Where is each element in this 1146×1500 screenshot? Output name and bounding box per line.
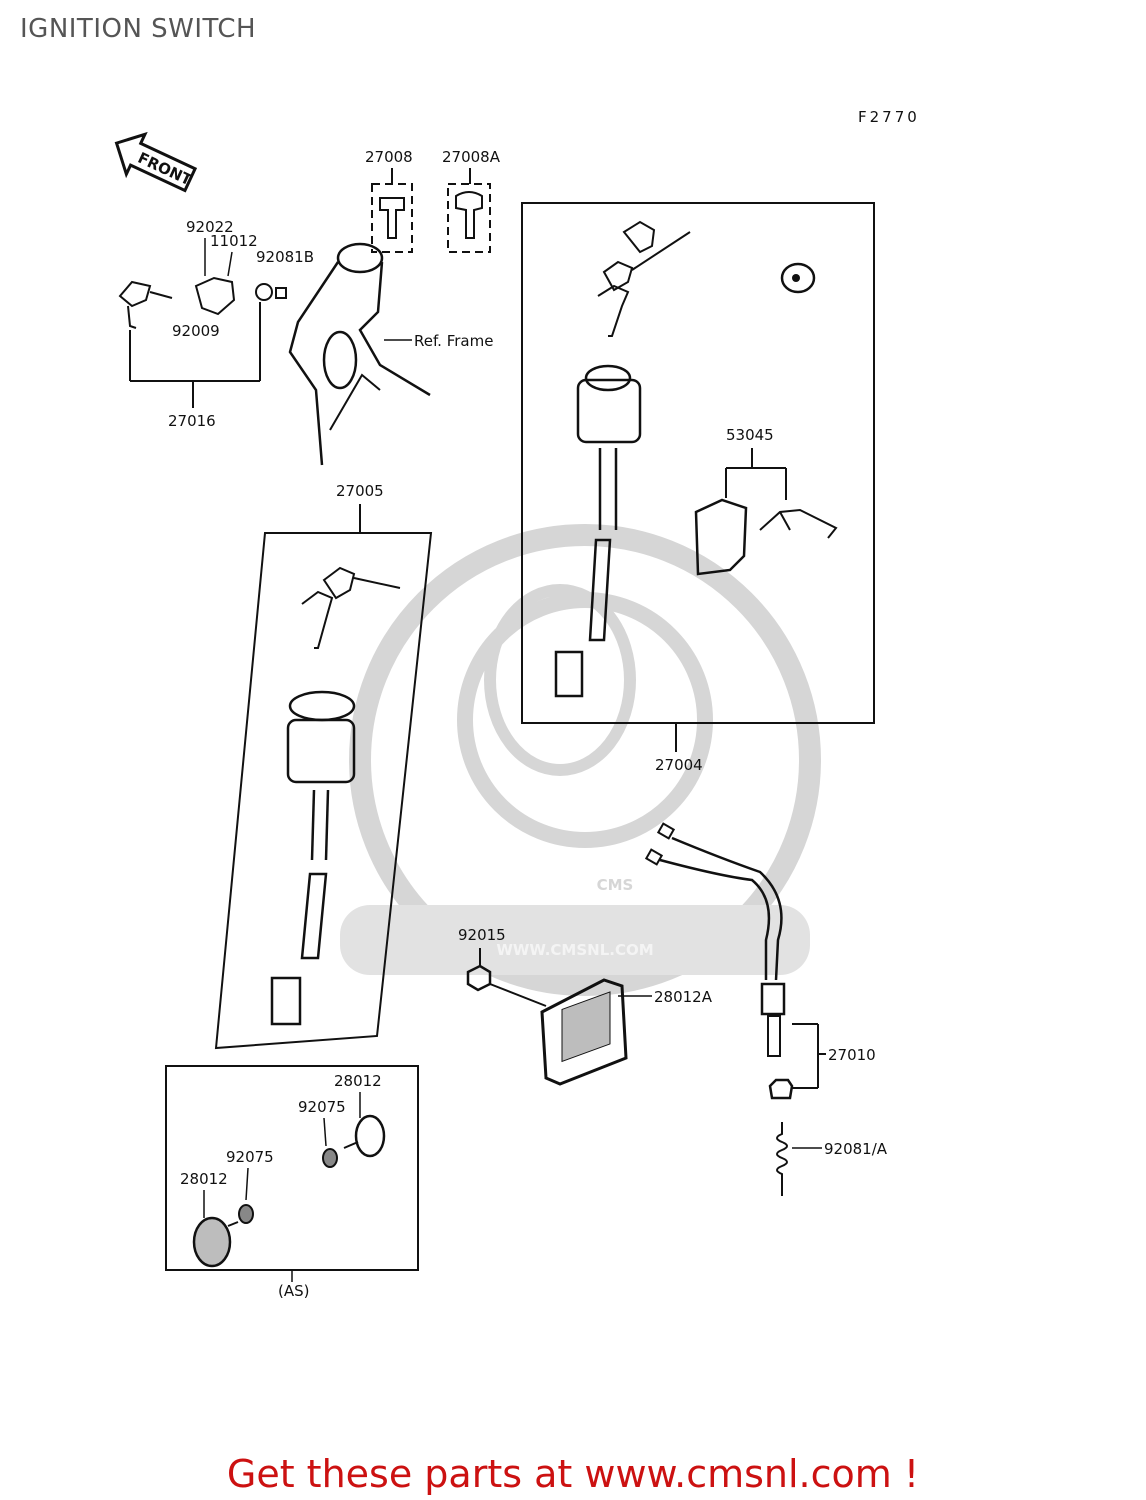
switch-27010: 27010 92081/A	[644, 822, 888, 1196]
part-label-27016: 27016	[168, 412, 216, 430]
part-label-92015: 92015	[458, 926, 506, 944]
part-label-27005: 27005	[336, 482, 384, 500]
part-label-92075-bottom: 92075	[226, 1148, 274, 1166]
key-tag-27008: 27008	[365, 148, 413, 253]
part-label-92081B: 92081B	[256, 248, 314, 266]
ignition-switch-27005: 27005	[214, 482, 433, 1050]
page-title: IGNITION SWITCH	[20, 14, 257, 44]
part-label-92009: 92009	[172, 322, 220, 340]
part-label-28012A: 28012A	[654, 988, 713, 1006]
watermark-url: WWW.CMSNL.COM	[496, 941, 653, 959]
part-label-27004: 27004	[655, 756, 703, 774]
part-label-28012-bottom: 28012	[180, 1170, 228, 1188]
frame-reference-label: Ref. Frame	[414, 332, 493, 350]
reflector-28012A: 92015 28012A	[458, 926, 713, 1086]
part-label-92081A: 92081/A	[824, 1140, 888, 1158]
parts-diagram: CMS WWW.CMSNL.COM F2770 FRONT 27008 2700…	[114, 108, 920, 1300]
ignition-switch-27004: 53045 27004	[521, 202, 875, 774]
assembly-note: (AS)	[278, 1282, 310, 1300]
part-label-27010: 27010	[828, 1046, 876, 1064]
part-label-92075-top: 92075	[298, 1098, 346, 1116]
part-label-28012-top: 28012	[334, 1072, 382, 1090]
part-label-27008: 27008	[365, 148, 413, 166]
watermark-brand: CMS	[597, 876, 634, 894]
part-label-53045: 53045	[726, 426, 774, 444]
cms-watermark: CMS WWW.CMSNL.COM	[340, 524, 821, 996]
footer-link[interactable]: Get these parts at www.cmsnl.com !	[226, 1452, 920, 1496]
diagram-code: F2770	[858, 108, 920, 126]
front-arrow-icon: FRONT	[114, 131, 198, 193]
key-tag-27008A: 27008A	[442, 148, 501, 253]
part-label-11012: 11012	[210, 232, 258, 250]
lock-set-27016: 92022 11012 92081B 92009 27016	[118, 218, 314, 430]
part-label-92022: 92022	[186, 218, 234, 236]
reflector-set-as: 28012 92075 92075 28012 (AS)	[165, 1065, 419, 1300]
part-label-27008A: 27008A	[442, 148, 501, 166]
frame-reference: Ref. Frame	[288, 242, 493, 466]
